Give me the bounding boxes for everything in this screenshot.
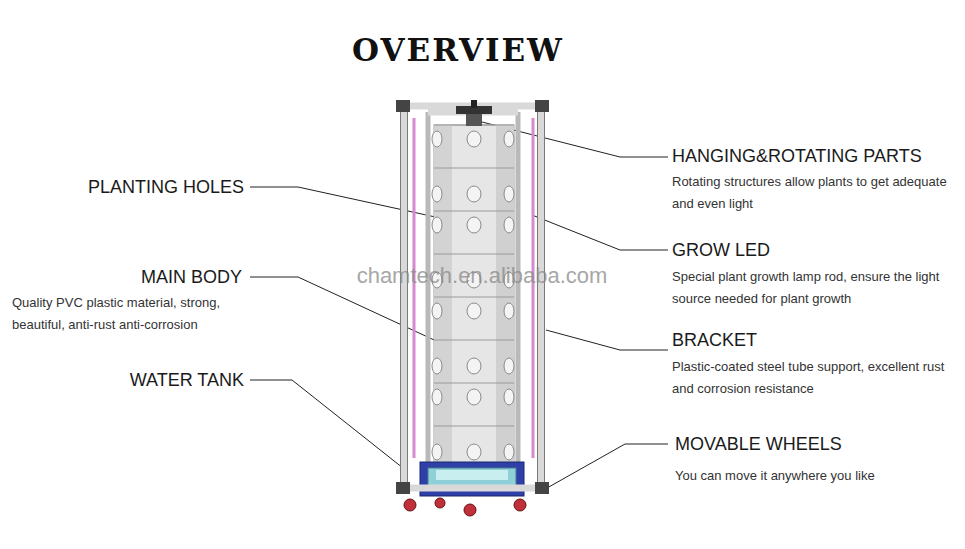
movable-wheels [404, 498, 526, 516]
planting-hole [432, 303, 442, 319]
part-description: Quality PVC plastic material, strong, be… [12, 292, 252, 336]
back-frame [428, 112, 518, 470]
planting-hole [432, 389, 442, 405]
planting-hole [504, 444, 514, 460]
planting-hole [467, 444, 481, 460]
planting-hole [504, 358, 514, 374]
planting-hole [467, 358, 481, 374]
planting-hole [504, 217, 514, 233]
part-name: MOVABLE WHEELS [675, 434, 842, 455]
planting-hole [432, 217, 442, 233]
part-description: Rotating structures allow plants to get … [672, 171, 954, 215]
watermark: chamtech.en.alibaba.com [357, 263, 608, 289]
part-name: BRACKET [672, 330, 757, 351]
part-name: MAIN BODY [141, 267, 242, 288]
planting-hole [504, 186, 514, 202]
leader-lines [250, 122, 668, 488]
planting-hole [467, 217, 481, 233]
planting-hole [467, 389, 481, 405]
part-description: You can move it anywhere you like [675, 465, 957, 487]
part-name: GROW LED [672, 240, 770, 261]
bracket-frame [400, 106, 546, 488]
planting-hole [467, 131, 481, 147]
main-body-column [432, 125, 514, 470]
planting-hole [504, 131, 514, 147]
planting-hole [504, 389, 514, 405]
planting-hole [432, 186, 442, 202]
planting-hole [432, 444, 442, 460]
part-description: Special plant growth lamp rod, ensure th… [672, 266, 954, 310]
part-name: HANGING&ROTATING PARTS [672, 146, 922, 167]
part-name: PLANTING HOLES [88, 177, 244, 198]
page-title: OVERVIEW [352, 32, 564, 68]
planting-hole [504, 303, 514, 319]
planting-hole [432, 358, 442, 374]
part-name: WATER TANK [130, 370, 244, 391]
planting-hole [467, 303, 481, 319]
planting-hole [432, 131, 442, 147]
hanging-rotating-parts [396, 100, 549, 494]
planting-hole [467, 186, 481, 202]
part-description: Plastic-coated steel tube support, excel… [672, 356, 954, 400]
